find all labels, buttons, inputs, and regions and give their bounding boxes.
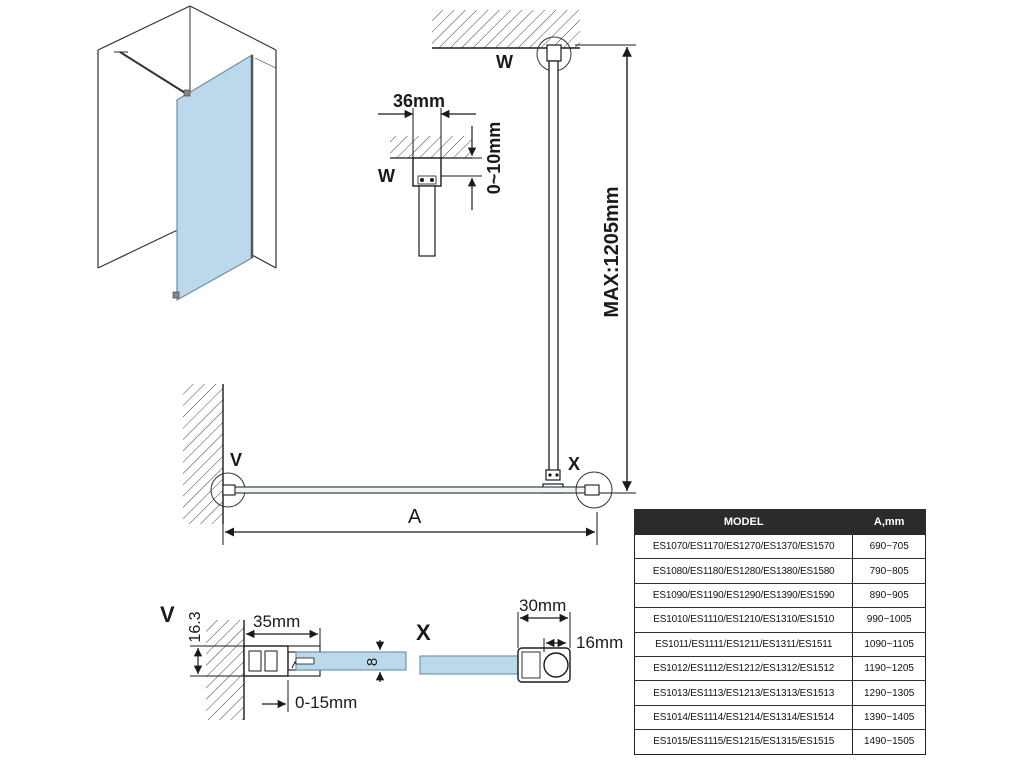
- model-cell: ES1090/ES1190/ES1290/ES1390/ES1590: [634, 582, 854, 608]
- glass-plan: [234, 486, 586, 494]
- x-round-end: [543, 652, 569, 678]
- x-joint-circle: [575, 471, 613, 509]
- w-top-label: W: [496, 52, 513, 72]
- range-cell: 990~1005: [852, 607, 926, 633]
- model-spec-table: MODEL A,mm ES1070/ES1170/ES1270/ES1370/E…: [633, 509, 926, 755]
- max-height-dimension: MAX:1205mm: [601, 186, 623, 317]
- range-cell: 1190~1205: [852, 655, 926, 681]
- x-width-dimension: 30mm: [519, 596, 566, 615]
- model-cell: ES1070/ES1170/ES1270/ES1370/ES1570: [634, 533, 854, 559]
- x-plan-label: X: [568, 454, 580, 474]
- wall-hatch-v-section: [206, 620, 244, 720]
- v-section-label: V: [160, 602, 175, 627]
- perspective-view: [97, 5, 277, 269]
- header-model: MODEL: [633, 509, 854, 535]
- header-range: A,mm: [852, 509, 926, 535]
- v-plan-label: V: [230, 450, 242, 470]
- bracket-adjust-dimension: 0~10mm: [484, 122, 504, 195]
- glass-thickness-dimension: 8: [364, 658, 381, 666]
- v-profile-width-dimension: 35mm: [253, 612, 300, 631]
- model-cell: ES1013/ES1113/ES1213/ES1313/ES1513: [634, 680, 854, 706]
- ceiling-hatch: [432, 10, 580, 48]
- w-detail-label: W: [378, 166, 395, 186]
- range-cell: 790~805: [852, 558, 926, 584]
- table-header-row: MODEL A,mm: [633, 509, 926, 535]
- bracket-width-dimension: 36mm: [393, 91, 445, 111]
- range-cell: 890~905: [852, 582, 926, 608]
- model-cell: ES1012/ES1112/ES1212/ES1312/ES1512: [634, 655, 854, 681]
- support-rod: [548, 60, 559, 472]
- model-cell: ES1014/ES1114/ES1214/ES1314/ES1514: [634, 704, 854, 730]
- model-cell: ES1015/ES1115/ES1215/ES1315/ES1515: [634, 729, 854, 755]
- range-cell: 1090~1105: [852, 631, 926, 657]
- x-section-label: X: [416, 620, 431, 645]
- v-profile-depth-dimension: 16.3: [187, 611, 204, 642]
- model-cell: ES1011/ES1111/ES1211/ES1311/ES1511: [634, 631, 854, 657]
- wall-hatch-v: [183, 384, 223, 524]
- range-cell: 1290~1305: [852, 680, 926, 706]
- model-cell: ES1010/ES1110/ES1210/ES1310/ES1510: [634, 607, 854, 633]
- range-cell: 1390~1405: [852, 704, 926, 730]
- a-dimension-label: A: [408, 506, 422, 528]
- range-cell: 690~705: [852, 533, 926, 559]
- x-diameter-dimension: 16mm: [576, 633, 623, 652]
- v-adjust-dimension: 0-15mm: [295, 693, 357, 712]
- range-cell: 1490~1505: [852, 729, 926, 755]
- model-cell: ES1080/ES1180/ES1280/ES1380/ES1580: [634, 558, 854, 584]
